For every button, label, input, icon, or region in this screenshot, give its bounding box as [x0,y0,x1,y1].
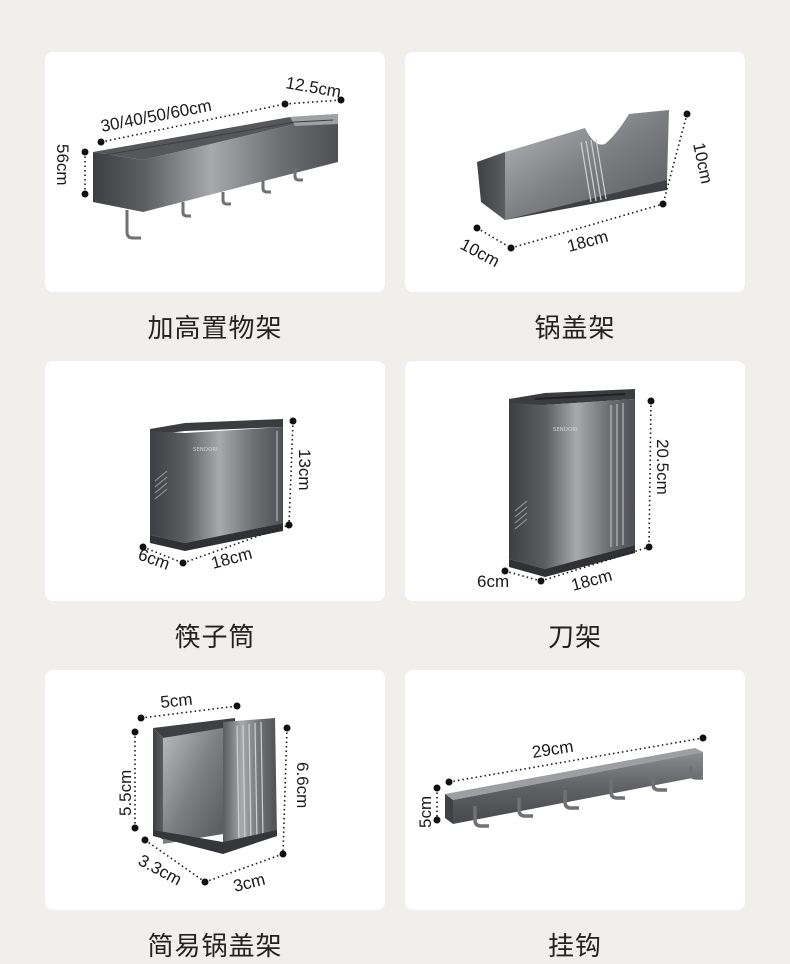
dim-length: 29cm [531,737,575,762]
product-name: 锅盖架 [534,314,616,344]
product-card-shelf: 30/40/50/60cm 12.5cm 56cm [45,52,385,292]
dim-height: 56cm [53,144,72,186]
dim-line-depth [284,99,342,105]
dim-line-height [662,113,688,205]
dim-front: 3cm [231,870,267,896]
product-name: 刀架 [547,623,602,653]
lid-rack-illustration: 10cm 18cm 10cm [457,110,716,271]
dim-line-front [204,853,284,883]
dim-length: 18cm [209,544,254,573]
dim-line-height-right [282,727,288,855]
dim-depth: 6cm [136,545,173,574]
knife-block-illustration: SENDORI 20.5cm 18cm 6cm [477,389,672,595]
product-name: 简易锅盖架 [147,932,283,962]
dim-line-length [182,524,290,564]
dim-line-height [648,400,652,548]
product-card-hook-rail: 29cm 5cm [405,670,745,910]
dim-height-right: 6.6cm [293,762,312,808]
brand-logo: SENDORI [193,447,218,453]
dim-depth: 6cm [477,572,509,591]
simple-lid-rack-illustration: 5cm 5.5cm 6.6cm 3.3cm 3cm [116,690,312,896]
dim-height-left: 5.5cm [116,770,135,816]
product-card-simple-lid-rack: 5cm 5.5cm 6.6cm 3.3cm 3cm [45,670,385,910]
brand-logo: SENDORI [553,427,578,433]
dim-line-height [288,420,294,526]
product-name: 加高置物架 [147,314,283,344]
dim-height: 5cm [416,796,435,828]
dim-line-length [510,203,664,249]
dim-height: 20.5cm [653,439,672,495]
dim-line-length [540,546,650,582]
product-name: 筷子筒 [174,623,256,653]
dim-line-depth [504,570,542,582]
dim-line-depth [144,839,206,883]
dim-height: 10cm [689,141,716,186]
dim-depth: 3.3cm [135,851,185,890]
hook-rail-illustration: 29cm 5cm [416,734,707,828]
dim-width: 5cm [159,690,193,712]
dim-line-depth [476,227,512,249]
chopstick-holder-illustration: SENDORI 13cm 18cm 6cm [136,417,314,574]
product-name: 挂钩 [547,932,602,962]
product-card-chopstick-holder: SENDORI 13cm 18cm 6cm [45,361,385,601]
dim-depth: 10cm [457,235,503,271]
product-card-lid-rack: 10cm 18cm 10cm [405,52,745,292]
product-card-knife-block: SENDORI 20.5cm 18cm 6cm [405,361,745,601]
dim-length: 30/40/50/60cm [99,96,213,136]
dim-height: 13cm [295,449,314,491]
shelf-illustration: 30/40/50/60cm 12.5cm 56cm [53,73,345,240]
dim-depth: 12.5cm [284,73,342,101]
